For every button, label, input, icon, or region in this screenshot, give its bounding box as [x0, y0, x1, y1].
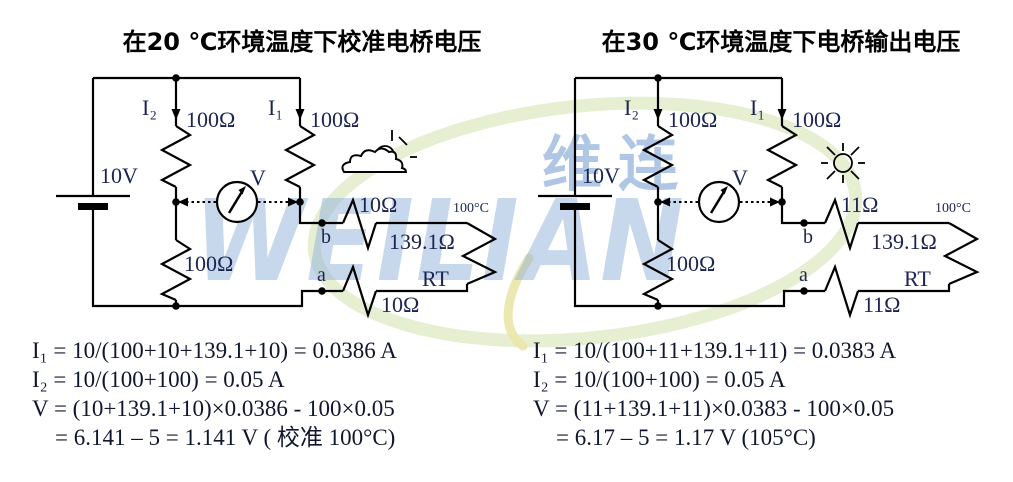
current-i1-label: I₁: [268, 95, 283, 120]
current-i2-label: I₂: [142, 95, 157, 120]
resistor-top-right-value: 100Ω: [310, 107, 360, 132]
battery-symbol: [560, 203, 590, 210]
resistor-top-left-value: 100Ω: [668, 107, 718, 132]
calc-line: = 6.141 – 5 = 1.141 V ( 校准 100°C): [32, 425, 396, 450]
resistor-bottom-left-value: 100Ω: [184, 251, 234, 276]
calc-line: = 6.17 – 5 = 1.17 V (105°C): [533, 425, 816, 450]
node-a-label: a: [799, 264, 808, 286]
voltmeter-icon: [660, 180, 780, 224]
lead-resistor-bottom-value: 11Ω: [863, 292, 901, 317]
cloud-sun-icon: [341, 130, 417, 173]
source-voltage-label: 10V: [100, 163, 138, 188]
rt-name-label: RT: [422, 266, 449, 291]
node-a-label: a: [317, 264, 326, 286]
lead-resistor-top-value: 10Ω: [359, 192, 398, 217]
resistor-top-right-value: 100Ω: [792, 107, 842, 132]
calc-line: V = (11+139.1+11)×0.0383 - 100×0.05: [533, 396, 895, 421]
calculation-block-30c: I₁ = 10/(100+11+139.1+11) = 0.0383 A I₂ …: [533, 336, 896, 452]
calc-line: I₁ = 10/(100+10+139.1+10) = 0.0386 A: [32, 338, 397, 363]
junction-dots: [654, 74, 808, 310]
rt-resistance-value: 139.1Ω: [871, 229, 937, 254]
junction-dots: [172, 74, 326, 310]
circuit-schematic: [538, 74, 980, 319]
lead-resistor-top-value: 11Ω: [841, 192, 879, 217]
calc-line: I₂ = 10/(100+100) = 0.05 A: [533, 367, 786, 392]
calc-line: I₁ = 10/(100+11+139.1+11) = 0.0383 A: [533, 338, 897, 363]
rt-temperature-label: 100°C: [453, 201, 489, 216]
current-arrow-icons: [653, 109, 787, 120]
rt-resistance-value: 139.1Ω: [389, 229, 455, 254]
voltmeter-label: V: [250, 165, 266, 190]
rt-temperature-label: 100°C: [935, 201, 971, 216]
bridge-circuit-30c: I₂ 100Ω I₁ 100Ω 10V V 100Ω b 11Ω 100°C 1…: [522, 60, 982, 332]
current-i1-label: I₁: [750, 95, 765, 120]
calc-line: I₂ = 10/(100+100) = 0.05 A: [32, 367, 285, 392]
node-b-label: b: [803, 226, 813, 248]
current-arrow-icons: [171, 109, 305, 120]
wires: [56, 76, 498, 319]
resistor-top-left-value: 100Ω: [186, 107, 236, 132]
source-voltage-label: 10V: [582, 163, 620, 188]
left-circuit-title: 在20 ℃环境温度下校准电桥电压: [122, 28, 482, 56]
right-circuit-title: 在30 ℃环境温度下电桥输出电压: [601, 28, 961, 56]
bridge-circuit-20c: I₂ 100Ω I₁ 100Ω 10V V 100Ω b 10Ω 100°C 1…: [40, 60, 500, 332]
battery-symbol: [78, 203, 108, 210]
watermark-chinese-text: 维连: [542, 130, 694, 200]
voltmeter-icon: [178, 180, 298, 224]
current-i2-label: I₂: [624, 95, 639, 120]
circuit-schematic: [56, 74, 498, 319]
sun-icon: [821, 143, 865, 183]
calculation-block-20c: I₁ = 10/(100+10+139.1+10) = 0.0386 A I₂ …: [32, 336, 397, 452]
voltmeter-label: V: [732, 165, 748, 190]
node-b-label: b: [321, 226, 331, 248]
rt-name-label: RT: [904, 266, 931, 291]
resistor-bottom-left-value: 100Ω: [666, 251, 716, 276]
lead-resistor-bottom-value: 10Ω: [381, 292, 420, 317]
watermark-latin-text: WEILIAN: [194, 176, 686, 308]
calc-line: V = (10+139.1+10)×0.0386 - 100×0.05: [32, 396, 395, 421]
